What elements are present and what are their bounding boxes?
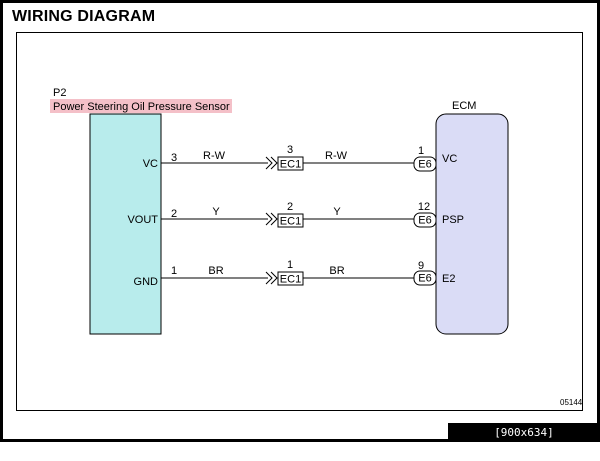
ecm-pin-vout: 12 (418, 201, 430, 213)
ecm-connector-name-gnd: E6 (418, 273, 431, 285)
ecm-label: ECM (452, 100, 476, 112)
sensor-pin-vc: 3 (171, 152, 177, 164)
wire-color-right-vc: R-W (325, 150, 348, 162)
connector-name-gnd: EC1 (280, 274, 301, 286)
image-host-footer: [900x634] https://upic.me/ (448, 423, 600, 458)
diagram-title: WIRING DIAGRAM (12, 8, 156, 25)
ecm-connector-gnd (413, 270, 437, 286)
connector-name-vc: EC1 (280, 159, 301, 171)
sensor-code: P2 (53, 87, 66, 99)
diagram-inner-frame (16, 32, 583, 411)
ecm-terminal-e2: E2 (442, 273, 455, 285)
sensor-box (89, 113, 162, 335)
connector-name-vout: EC1 (280, 216, 301, 228)
connector-arrow-gnd (265, 271, 273, 285)
ecm-terminal-vc: VC (442, 153, 457, 165)
ecm-connector-name-vc: E6 (418, 159, 431, 171)
connector-pin-vc: 3 (287, 144, 293, 156)
wire-color-left-gnd: BR (208, 265, 223, 277)
connector-arrow2-vc (270, 156, 278, 170)
wire-color-left-vout: Y (212, 206, 220, 218)
ecm-connector-vc (413, 156, 437, 172)
sensor-pin-gnd: 1 (171, 265, 177, 277)
ecm-connector-vout (413, 212, 437, 228)
wire-color-left-vc: R-W (203, 150, 226, 162)
wiring-diagram-canvas: P2 Power Steering Oil Pressure Sensor EC… (50, 87, 583, 407)
ecm-box (435, 113, 509, 335)
wire-color-right-gnd: BR (329, 265, 344, 277)
connector-arrow-vout (265, 212, 273, 226)
ecm-pin-gnd: 9 (418, 260, 424, 272)
sensor-name: Power Steering Oil Pressure Sensor (53, 101, 230, 113)
sensor-terminal-vout: VOUT (127, 214, 158, 226)
connector-pin-vout: 2 (287, 201, 293, 213)
ecm-connector-name-vout: E6 (418, 215, 431, 227)
sensor-terminal-gnd: GND (134, 276, 159, 288)
connector-pin-gnd: 1 (287, 259, 293, 271)
ecm-terminal-psp: PSP (442, 214, 464, 226)
wire-gnd: GND 1 BR 1 EC1 BR 9 E6 E2 (134, 259, 456, 288)
sensor-pin-vout: 2 (171, 208, 177, 220)
wire-color-right-vout: Y (333, 206, 341, 218)
ecm-pin-vc: 1 (418, 145, 424, 157)
figure-code: 05144 (560, 398, 583, 407)
sensor-label-background (50, 99, 232, 113)
connector-arrow2-gnd (270, 271, 278, 285)
sensor-terminal-vc: VC (143, 158, 158, 170)
connector-box-vout (277, 213, 304, 228)
wire-vout: VOUT 2 Y 2 EC1 Y 12 E6 PSP (127, 201, 464, 228)
connector-arrow2-vout (270, 212, 278, 226)
connector-arrow-vc (265, 156, 273, 170)
wire-vc: VC 3 R-W 3 EC1 R-W 1 E6 VC (143, 144, 457, 172)
